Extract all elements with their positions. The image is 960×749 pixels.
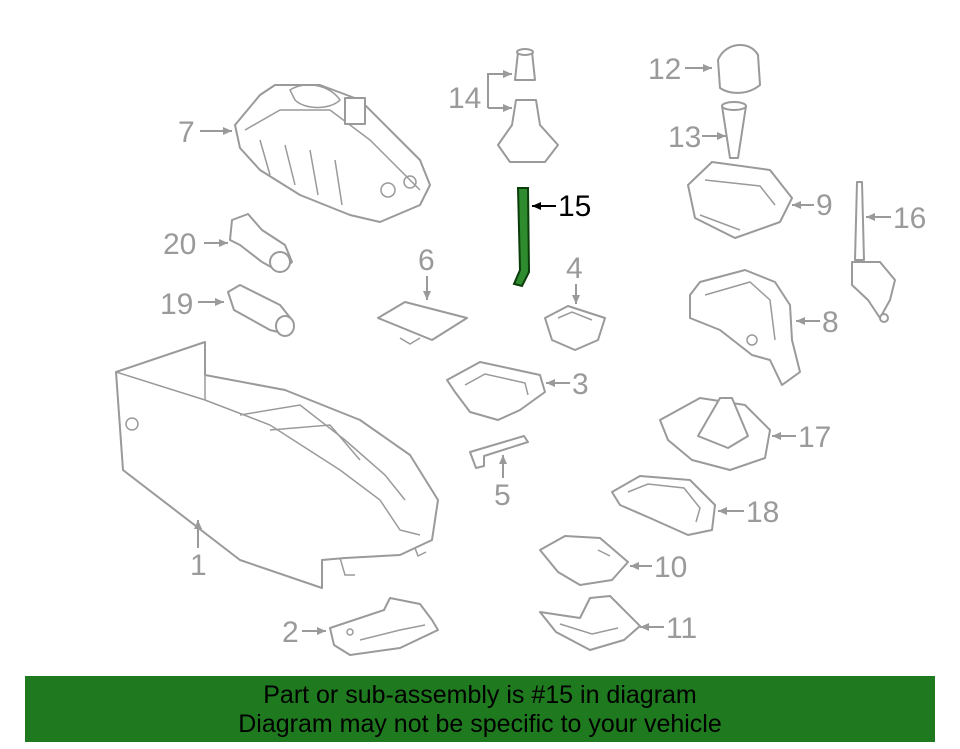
callout-9: 9 xyxy=(792,189,833,222)
label-8[interactable]: 8 xyxy=(822,306,839,339)
label-15[interactable]: 15 xyxy=(558,190,591,223)
label-2[interactable]: 2 xyxy=(282,616,299,649)
callout-2: 2 xyxy=(282,616,326,649)
label-5[interactable]: 5 xyxy=(494,479,511,512)
part-11-frame[interactable] xyxy=(539,595,641,651)
info-banner: Part or sub-assembly is #15 in diagram D… xyxy=(25,676,935,742)
label-17[interactable]: 17 xyxy=(798,421,831,454)
part-8-shifter-base[interactable] xyxy=(689,269,801,386)
label-1[interactable]: 1 xyxy=(190,549,207,582)
part-10-cover[interactable] xyxy=(539,535,629,586)
part-5-bracket[interactable] xyxy=(469,435,529,469)
part-2-lower-bracket[interactable] xyxy=(329,597,439,656)
callout-5: 5 xyxy=(494,455,511,512)
part-13-sleeve[interactable] xyxy=(721,101,747,159)
part-7-shift-housing[interactable] xyxy=(234,84,431,223)
label-12[interactable]: 12 xyxy=(648,53,681,86)
callout-13: 13 xyxy=(668,121,726,154)
callout-18: 18 xyxy=(718,496,779,529)
callout-3: 3 xyxy=(546,368,589,401)
callout-16: 16 xyxy=(866,202,926,235)
callout-20: 20 xyxy=(163,228,228,261)
label-14[interactable]: 14 xyxy=(448,82,481,115)
callout-11: 11 xyxy=(640,612,697,645)
label-19[interactable]: 19 xyxy=(160,288,193,321)
label-3[interactable]: 3 xyxy=(572,368,589,401)
part-18-trim-ring[interactable] xyxy=(611,475,716,536)
part-20-connector[interactable] xyxy=(229,213,293,273)
part-16-lever[interactable] xyxy=(851,181,896,323)
part-12-knob[interactable] xyxy=(717,44,761,94)
callout-4: 4 xyxy=(566,252,583,304)
callout-14: 14 xyxy=(448,70,512,115)
part-6-mat[interactable] xyxy=(377,301,468,345)
part-14-knob-boot[interactable] xyxy=(497,48,559,163)
part-15-rod[interactable] xyxy=(512,187,531,288)
part-1-main-console[interactable] xyxy=(115,341,439,589)
part-19-socket[interactable] xyxy=(227,284,295,337)
callout-12: 12 xyxy=(648,53,712,86)
callout-6: 6 xyxy=(418,244,435,300)
callout-7: 7 xyxy=(178,116,232,149)
part-4-cup[interactable] xyxy=(544,305,606,351)
callout-1: 1 xyxy=(190,520,207,582)
label-7[interactable]: 7 xyxy=(178,116,195,149)
label-16[interactable]: 16 xyxy=(893,202,926,235)
label-4[interactable]: 4 xyxy=(566,252,583,285)
callout-15: 15 xyxy=(532,190,591,223)
callout-10: 10 xyxy=(630,551,687,584)
banner-line-2: Diagram may not be specific to your vehi… xyxy=(238,710,722,738)
part-3-tray[interactable] xyxy=(446,361,546,421)
callout-8: 8 xyxy=(796,306,839,339)
callout-19: 19 xyxy=(160,288,224,321)
label-9[interactable]: 9 xyxy=(816,189,833,222)
part-17-boot-frame[interactable] xyxy=(659,397,771,471)
label-11[interactable]: 11 xyxy=(666,612,697,645)
label-20[interactable]: 20 xyxy=(163,228,196,261)
callout-17: 17 xyxy=(772,421,831,454)
part-9-indicator-plate[interactable] xyxy=(687,161,793,239)
label-13[interactable]: 13 xyxy=(668,121,701,154)
label-18[interactable]: 18 xyxy=(746,496,779,529)
label-6[interactable]: 6 xyxy=(418,244,435,277)
label-10[interactable]: 10 xyxy=(654,551,687,584)
banner-line-1: Part or sub-assembly is #15 in diagram xyxy=(263,681,697,709)
